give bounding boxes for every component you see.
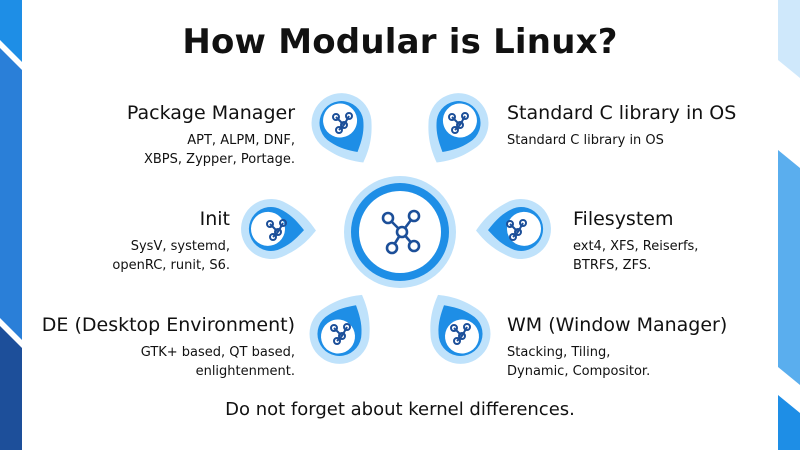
component-heading: DE (Desktop Environment) — [41, 314, 295, 336]
component-heading: Init — [199, 208, 230, 230]
component-description: Standard C library in OS — [507, 133, 664, 148]
footer-note: Do not forget about kernel differences. — [225, 399, 575, 420]
page-title: How Modular is Linux? — [182, 22, 618, 62]
component-description: SysV, systemd, openRC, runit, S6. — [112, 239, 230, 273]
pin-filesystem — [474, 197, 552, 261]
component-description: ext4, XFS, Reiserfs, BTRFS, ZFS. — [573, 239, 699, 273]
component-description: APT, ALPM, DNF, XBPS, Zypper, Portage. — [143, 133, 295, 167]
component-de: DE (Desktop Environment) GTK+ based, QT … — [42, 313, 295, 381]
component-heading: Package Manager — [126, 102, 295, 124]
component-package-manager: Package Manager APT, ALPM, DNF, XBPS, Zy… — [127, 101, 295, 169]
component-heading: Standard C library in OS — [507, 102, 737, 124]
component-init: Init SysV, systemd, openRC, runit, S6. — [112, 207, 230, 275]
network-graph-icon — [381, 209, 421, 255]
component-description: Stacking, Tiling, Dynamic, Compositor. — [507, 345, 651, 379]
pin-package-manager — [300, 82, 390, 178]
component-heading: WM (Window Manager) — [507, 314, 728, 336]
component-filesystem: Filesystem ext4, XFS, Reiserfs, BTRFS, Z… — [573, 207, 698, 275]
component-description: GTK+ based, QT based, enlightenment. — [140, 345, 295, 379]
component-libc: Standard C library in OS Standard C libr… — [507, 101, 736, 150]
component-wm: WM (Window Manager) Stacking, Tiling, Dy… — [507, 313, 727, 381]
component-heading: Filesystem — [573, 208, 674, 230]
